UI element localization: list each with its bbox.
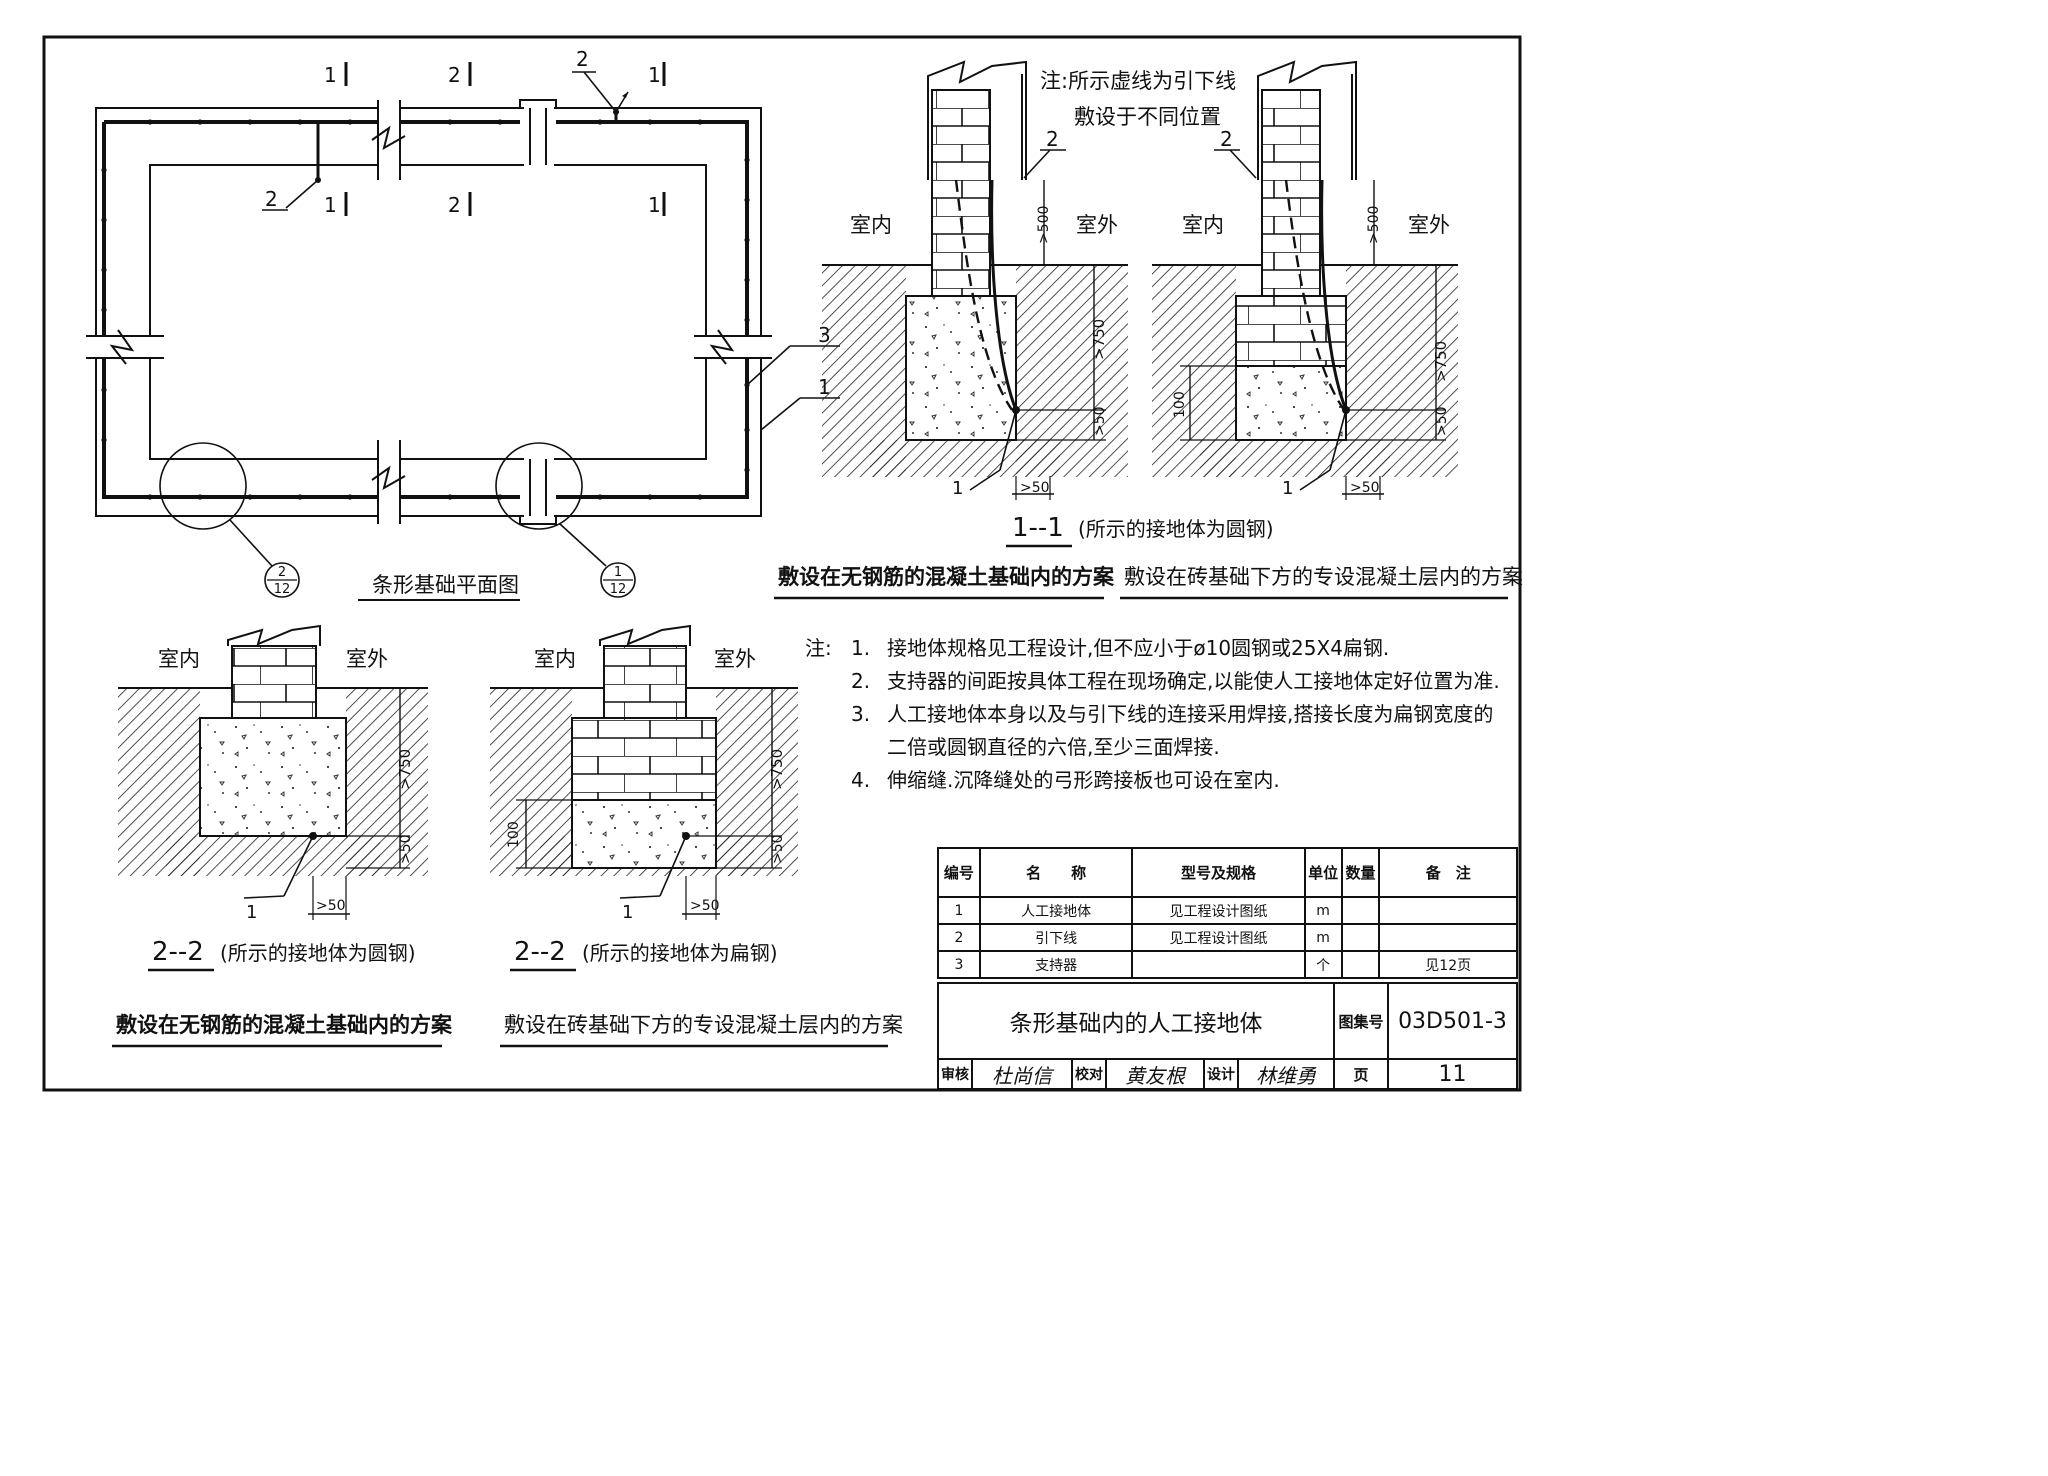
general-notes: 注:1.接地体规格见工程设计,但不应小于ø10圆钢或25X4扁钢. 2.支持器的… (805, 632, 1525, 797)
detail-circle-2 (159, 442, 247, 530)
design-label: 设计 (1203, 1058, 1239, 1090)
section-2-2-flat-steel: 1 室内 室外 >750 >50 100 >50 (490, 624, 798, 923)
th-unit: 单位 (1303, 847, 1343, 898)
caption-1-1-right: 敷设在砖基础下方的专设混凝土层内的方案 (1124, 565, 1523, 589)
section-2-2-right-suffix: (所示的接地体为扁钢) (582, 941, 778, 965)
th-spec: 型号及规格 (1131, 847, 1306, 898)
drawing-title: 条形基础内的人工接地体 (937, 982, 1335, 1060)
support-markers (101, 119, 750, 500)
section-2-2-left-suffix: (所示的接地体为圆钢) (220, 941, 416, 965)
svg-text:室外: 室外 (1408, 213, 1450, 237)
note-4: 4.伸缩缝.沉降缝处的弓形跨接板也可设在室内. (851, 768, 1280, 792)
th-name: 名 称 (978, 847, 1134, 898)
section-1-1-suffix: (所示的接地体为圆钢) (1078, 517, 1274, 541)
svg-text:100: 100 (506, 821, 522, 848)
svg-text:>750: >750 (1090, 319, 1108, 360)
svg-text:2: 2 (278, 565, 286, 580)
svg-text:100: 100 (1172, 391, 1188, 418)
svg-text:室内: 室内 (534, 647, 576, 671)
svg-text:室内: 室内 (158, 647, 200, 671)
note-3-continuation: 二倍或圆钢直径的六倍,至少三面焊接. (887, 735, 1220, 759)
th-qty: 数量 (1340, 847, 1381, 898)
svg-text:1: 1 (622, 902, 633, 923)
svg-text:>50: >50 (690, 898, 720, 914)
svg-text:室外: 室外 (714, 647, 756, 671)
sheet-border (42, 35, 1522, 1092)
detail-circle-1 (495, 442, 583, 530)
page-label: 页 (1333, 1058, 1389, 1090)
foundation-inner-edge (149, 164, 707, 460)
note-3: 3.人工接地体本身以及与引下线的连接采用焊接,搭接长度为扁钢宽度的 (851, 702, 1494, 726)
note-2: 2.支持器的间距按具体工程在现场确定,以能使人工接地体定好位置为准. (851, 669, 1500, 693)
strip-foundation-plan: 2 2 3 1 1 2 1 1 2 1 2 12 (86, 47, 840, 601)
svg-text:>500: >500 (1036, 206, 1052, 244)
svg-text:>750: >750 (396, 749, 414, 790)
svg-text:室内: 室内 (1182, 213, 1224, 237)
top-note-line1: 注:所示虚线为引下线 (1040, 69, 1236, 93)
designer-signature: 林维勇 (1237, 1058, 1335, 1090)
title-block: 条形基础内的人工接地体 图集号 03D501-3 审核 杜尚信 校对 黄友根 设… (937, 982, 1518, 1090)
caption-2-2-left: 敷设在无钢筋的混凝土基础内的方案 (116, 1013, 453, 1037)
svg-text:>50: >50 (1092, 406, 1108, 436)
callout-2-upper: 2 (576, 47, 589, 71)
section-1-1-no-rebar: 1 2 室内 室外 >500 >750 >50 >50 (822, 60, 1128, 500)
svg-text:>750: >750 (768, 749, 786, 790)
section-1-1-label: 1--1 (1012, 513, 1064, 543)
section-1-1-brick-base: 1 2 室内 室外 >500 >750 >50 100 >50 (1152, 60, 1458, 500)
atlas-number: 03D501-3 (1387, 982, 1518, 1060)
top-note-line2: 敷设于不同位置 (1074, 105, 1221, 129)
table-row: 2 引下线 见工程设计图纸 m (937, 923, 1518, 952)
page-number: 11 (1387, 1058, 1518, 1090)
svg-text:2: 2 (1046, 127, 1059, 151)
svg-text:1: 1 (952, 478, 963, 499)
ground-electrode-loop (102, 120, 749, 499)
svg-text:>750: >750 (1432, 341, 1450, 382)
table-row: 1 人工接地体 见工程设计图纸 m (937, 896, 1518, 925)
cut-1b-bottom: 1 (648, 193, 661, 217)
svg-text:>50: >50 (1020, 480, 1050, 496)
cut-2-bottom: 2 (448, 193, 461, 217)
svg-text:1: 1 (246, 902, 257, 923)
svg-text:室外: 室外 (1076, 213, 1118, 237)
cut-2-top: 2 (448, 63, 461, 87)
svg-text:室内: 室内 (850, 213, 892, 237)
reviewer-signature: 杜尚信 (971, 1058, 1073, 1090)
cut-1-top: 1 (324, 63, 337, 87)
section-2-2-left-label: 2--2 (152, 937, 204, 967)
svg-text:>50: >50 (1350, 480, 1380, 496)
svg-text:2: 2 (1220, 127, 1233, 151)
cut-1b-top: 1 (648, 63, 661, 87)
svg-text:>50: >50 (770, 834, 786, 864)
note-1: 注:1.接地体规格见工程设计,但不应小于ø10圆钢或25X4扁钢. (805, 636, 1390, 660)
checker-signature: 黄友根 (1105, 1058, 1205, 1090)
callout-2-lower: 2 (265, 187, 278, 211)
caption-1-1-left: 敷设在无钢筋的混凝土基础内的方案 (778, 565, 1115, 589)
section-2-2-round-steel: 1 室内 室外 >750 >50 >50 (118, 624, 428, 923)
review-label: 审核 (937, 1058, 973, 1090)
svg-text:12: 12 (274, 582, 291, 597)
svg-text:1: 1 (614, 565, 622, 580)
svg-text:室外: 室外 (346, 647, 388, 671)
svg-text:>50: >50 (1434, 406, 1450, 436)
section-2-2-right-label: 2--2 (514, 937, 566, 967)
materials-table: 编号 名 称 型号及规格 单位 数量 备 注 1 人工接地体 见工程设计图纸 m… (937, 847, 1518, 979)
foundation-outer-edge (95, 107, 762, 517)
atlas-label: 图集号 (1333, 982, 1389, 1060)
svg-text:1: 1 (1282, 478, 1293, 499)
svg-text:>50: >50 (398, 834, 414, 864)
drawing-sheet: 2 2 3 1 1 2 1 1 2 1 2 12 (42, 35, 1523, 1092)
th-remark: 备 注 (1378, 847, 1518, 898)
caption-2-2-right: 敷设在砖基础下方的专设混凝土层内的方案 (504, 1013, 903, 1037)
cut-1-bottom: 1 (324, 193, 337, 217)
plan-caption: 条形基础平面图 (372, 573, 519, 597)
th-no: 编号 (937, 847, 981, 898)
check-label: 校对 (1071, 1058, 1107, 1090)
table-header: 编号 名 称 型号及规格 单位 数量 备 注 (937, 847, 1518, 898)
svg-text:>50: >50 (316, 898, 346, 914)
svg-text:>500: >500 (1366, 206, 1382, 244)
svg-text:12: 12 (610, 582, 627, 597)
table-row: 3 支持器 个 见12页 (937, 950, 1518, 979)
